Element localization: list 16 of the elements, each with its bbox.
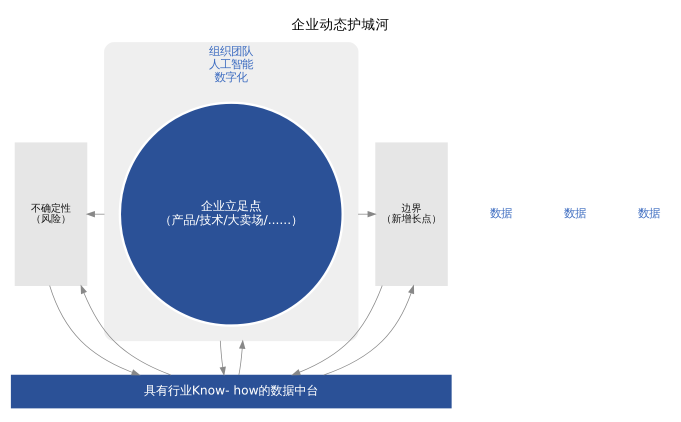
arrow: [86, 210, 105, 217]
arrow: [80, 284, 172, 375]
arrow: [49, 284, 141, 375]
arrow: [323, 284, 414, 375]
node-box: 具有行业Know- how的数据中台: [10, 374, 452, 408]
node-box: 边界 （新增长点）: [375, 142, 448, 286]
node-box: 不确定性 （风险）: [14, 142, 88, 286]
arrow: [291, 284, 383, 375]
arrow: [220, 340, 226, 376]
diagram-title: 企业动态护城河: [292, 16, 390, 33]
label: 数据: [490, 205, 512, 220]
node-circle: 企业立足点 （产品/技术/大卖场/......）: [118, 101, 344, 326]
label: 数据: [564, 205, 586, 220]
arrow: [238, 339, 246, 375]
arrow: [358, 210, 377, 217]
label: 数据: [638, 205, 660, 220]
